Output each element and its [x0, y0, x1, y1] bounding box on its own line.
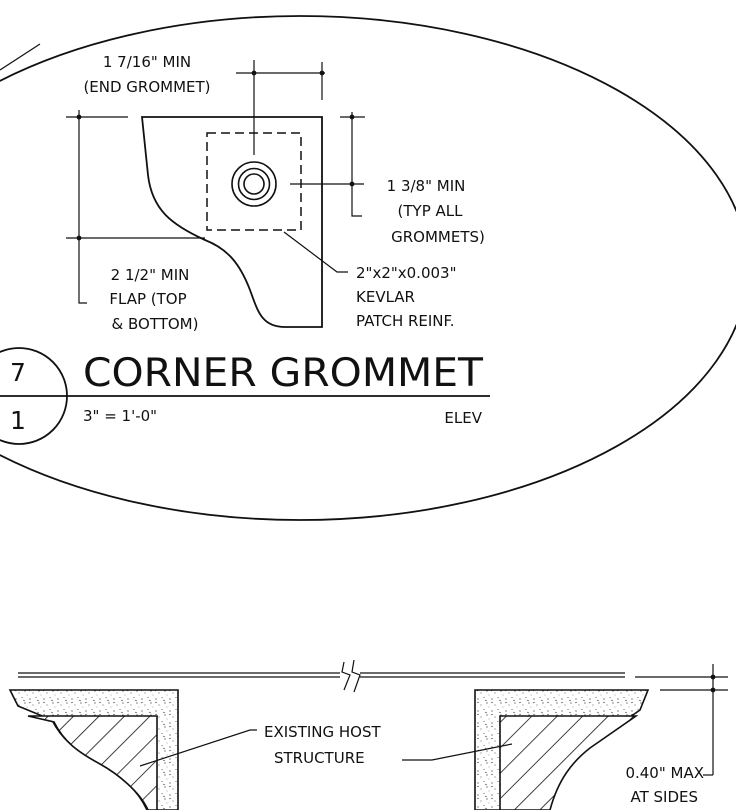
detail-number: 7	[10, 358, 26, 387]
grommet-icon	[231, 161, 277, 207]
host-label-2: STRUCTURE	[274, 749, 365, 767]
gap-label-1: 0.40" MAX	[625, 764, 704, 782]
detail-title: CORNER GROMMET	[83, 351, 483, 396]
host-structure-left	[8, 689, 179, 810]
flap-label-2: FLAP (TOP	[109, 290, 186, 308]
grommet-spacing-label-1: 1 3/8" MIN	[387, 177, 466, 195]
detail-ellipse	[0, 15, 736, 521]
detail-callout: 1 7/16" MIN (END GROMMET) 1 3/8" MIN (TY…	[0, 15, 736, 521]
end-grommet-dimension	[236, 60, 325, 155]
host-structure-section: EXISTING HOST STRUCTURE 0.40" MAX AT SID…	[8, 659, 728, 810]
end-grommet-leader	[0, 43, 41, 71]
flap-outline	[141, 116, 323, 328]
grommet-spacing-label-2: (TYP ALL	[398, 202, 464, 220]
flap-label-3: & BOTTOM)	[112, 315, 199, 333]
flap-dimension	[66, 110, 205, 304]
detail-title-block: 7 1 CORNER GROMMET 3" = 1'-0" ELEV	[0, 347, 490, 445]
end-grommet-label-2: (END GROMMET)	[83, 78, 210, 96]
patch-label-1: 2"x2"x0.003"	[356, 264, 456, 282]
host-leader-left	[139, 729, 257, 767]
host-label-1: EXISTING HOST	[264, 723, 382, 741]
patch-label-2: KEVLAR	[356, 288, 415, 306]
patch-label-3: PATCH REINF.	[356, 312, 455, 330]
detail-scale: 3" = 1'-0"	[83, 407, 157, 425]
gap-dimension	[635, 664, 728, 776]
sheet-number: 1	[10, 406, 26, 435]
gap-label-2: AT SIDES	[630, 788, 698, 806]
grommet-spacing-label-3: GROMMETS)	[391, 228, 485, 246]
flap-label-1: 2 1/2" MIN	[111, 266, 190, 284]
host-structure-right	[474, 689, 650, 810]
membrane-line	[18, 659, 625, 693]
end-grommet-label-1: 1 7/16" MIN	[103, 53, 191, 71]
patch-leader	[283, 231, 348, 273]
host-leader-right	[402, 743, 513, 761]
grommet-spacing-dimension	[290, 112, 365, 217]
detail-view: ELEV	[444, 409, 482, 427]
